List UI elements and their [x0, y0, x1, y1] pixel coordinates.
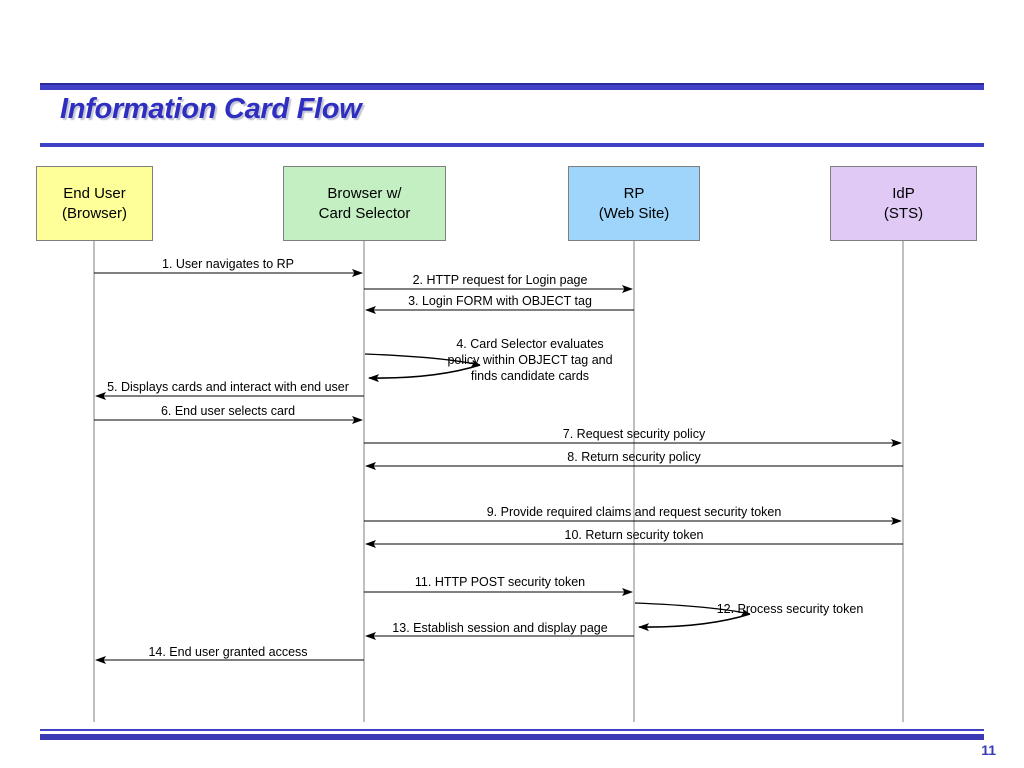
message-label-6: 6. End user selects card: [160, 404, 296, 418]
title-rule-bottom: [40, 143, 984, 147]
actor-label-end-user: End User (Browser): [61, 184, 127, 222]
message-label-14: 14. End user granted access: [148, 645, 308, 659]
footer-rule-thin: [40, 729, 984, 731]
page-number: 11: [981, 742, 996, 758]
actor-label-rp: RP (Web Site): [598, 184, 670, 222]
actor-box-rp[interactable]: RP (Web Site): [568, 166, 700, 241]
message-label-9: 9. Provide required claims and request s…: [486, 505, 782, 519]
title-rule-top-thin: [40, 83, 984, 85]
title-rule-top-thick: [40, 85, 984, 90]
footer-rule-thick: [40, 734, 984, 740]
actor-label-browser: Browser w/ Card Selector: [318, 184, 411, 222]
actor-box-browser[interactable]: Browser w/ Card Selector: [283, 166, 446, 241]
actor-box-end-user[interactable]: End User (Browser): [36, 166, 153, 241]
message-label-11: 11. HTTP POST security token: [414, 575, 586, 589]
message-label-7: 7. Request security policy: [562, 427, 706, 441]
actor-label-idp: IdP (STS): [883, 184, 924, 222]
message-label-13: 13. Establish session and display page: [392, 621, 608, 635]
actor-box-idp[interactable]: IdP (STS): [830, 166, 977, 241]
message-label-1: 1. User navigates to RP: [161, 257, 295, 271]
message-label-3: 3. Login FORM with OBJECT tag: [408, 294, 592, 308]
page-title: Information Card Flow: [60, 93, 362, 125]
message-label-8: 8. Return security policy: [567, 450, 701, 464]
message-label-2: 2. HTTP request for Login page: [412, 273, 588, 287]
message-label-10: 10. Return security token: [564, 528, 704, 542]
message-label-4: 4. Card Selector evaluates policy within…: [447, 337, 613, 383]
message-label-5: 5. Displays cards and interact with end …: [107, 380, 349, 394]
message-label-12: 12. Process security token: [716, 602, 864, 616]
